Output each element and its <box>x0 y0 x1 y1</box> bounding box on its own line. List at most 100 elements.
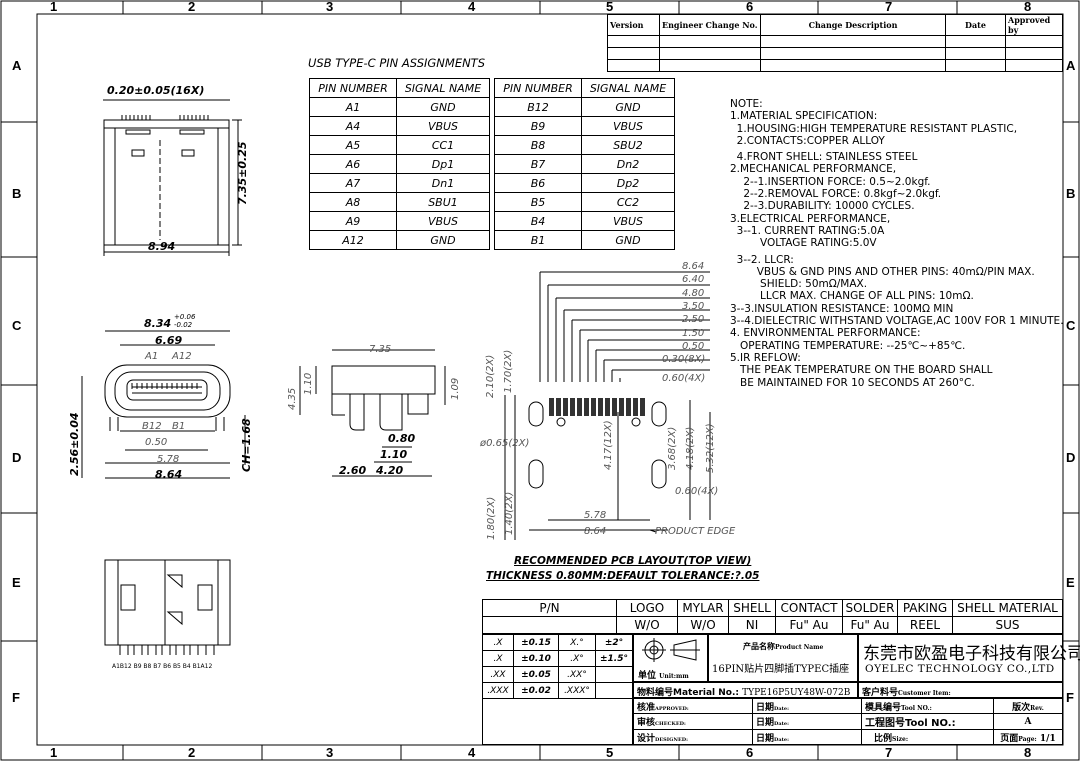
note-line: 3--2. LLCR: <box>730 253 794 266</box>
pin-cell: A9 <box>309 211 397 231</box>
projection-symbol-icon <box>642 638 700 662</box>
pcb-dim-base: 8.64 <box>584 526 607 537</box>
pcb-dim-1: 6.40 <box>682 274 705 285</box>
pcb-dim-v5: 4.18(2X) <box>685 426 696 470</box>
pcb-dim-2: 4.80 <box>682 288 705 299</box>
pin-header-signal: SIGNAL NAME <box>396 78 490 98</box>
zone-col-1-bottom: 1 <box>50 745 58 760</box>
front-view-outline <box>81 330 246 479</box>
note-line: 1.MATERIAL SPECIFICATION: <box>730 110 878 123</box>
spec-value-contact: Fu" Au <box>775 616 843 634</box>
zone-col-5: 5 <box>606 0 614 14</box>
dim-side-h1: 4.35 <box>287 387 298 410</box>
spec-header-pn: P/N <box>482 599 617 617</box>
zone-col-6-bottom: 6 <box>746 745 754 760</box>
zone-row-f-right: F <box>1066 690 1074 705</box>
dim-front-height: 2.56±0.04 <box>68 412 81 477</box>
zone-row-d: D <box>12 450 22 465</box>
pcb-dim-6: 0.50 <box>682 341 705 352</box>
pcb-caption-1: RECOMMENDED PCB LAYOUT(TOP VIEW) <box>514 555 752 567</box>
dim-side-h3: 1.09 <box>450 377 461 400</box>
designed-label: 设计DESIGNED: <box>633 729 753 745</box>
zone-col-2-bottom: 2 <box>188 745 196 760</box>
zone-row-a: A <box>12 58 22 73</box>
pin-cell: B9 <box>494 116 582 136</box>
note-line: LLCR MAX. CHANGE OF ALL PINS: 10mΩ. <box>730 290 974 303</box>
pcb-dim-v6: 5.32(12X) <box>705 423 716 473</box>
tol-cell: X.° <box>558 634 596 651</box>
note-line: 2--1.INSERTION FORCE: 0.5~2.0kgf. <box>730 175 931 188</box>
note-line: 3.ELECTRICAL PERFORMANCE, <box>730 212 891 225</box>
pin-cell: GND <box>581 230 675 250</box>
tol-cell: .XX° <box>558 666 596 683</box>
tol-cell: ±2° <box>595 634 633 651</box>
approval-table: 核准APPROVED: 日期Date: 模具编号Tool NO.: 版次Rev.… <box>633 698 1063 745</box>
notes-block: NOTE: 1.MATERIAL SPECIFICATION: 1.HOUSIN… <box>730 98 1064 389</box>
dim-side-d2: 1.10 <box>380 448 408 461</box>
tol-cell <box>595 682 633 699</box>
zone-row-b: B <box>12 186 22 201</box>
note-line: 4.FRONT SHELL: STAINLESS STEEL <box>730 151 918 164</box>
zone-col-7: 7 <box>885 0 893 14</box>
projection-box: 单位 Unit:mm <box>633 634 708 682</box>
rev-value: A <box>993 713 1063 730</box>
dim-side-h2: 1.10 <box>303 372 314 395</box>
note-line: 4. ENVIRONMENTAL PERFORMANCE: <box>730 327 921 340</box>
tol-cell: .XXX° <box>558 682 596 699</box>
pin-cell: Dn1 <box>396 173 490 193</box>
customer-label: 客户料号Customer Item: <box>862 688 951 698</box>
spec-value-solder: Fu" Au <box>842 616 898 634</box>
dim-front-base: 8.64 <box>155 468 183 481</box>
spec-value-pn <box>482 616 617 634</box>
dim-front-ch: CH=1.68 <box>240 418 253 472</box>
zone-row-a-right: A <box>1066 58 1076 73</box>
zone-col-4-bottom: 4 <box>468 745 476 760</box>
blank-block <box>482 698 633 745</box>
zone-col-8: 8 <box>1024 0 1032 14</box>
pcb-dim-7: 0.30(8X) <box>662 354 706 365</box>
scale-label: 比例Size: <box>861 729 994 745</box>
pcb-dim-4: 2.50 <box>682 314 705 325</box>
note-line: 1.HOUSING:HIGH TEMPERATURE RESISTANT PLA… <box>730 122 1018 135</box>
pcb-product-edge: PRODUCT EDGE <box>655 526 736 537</box>
pin-table-title: USB TYPE-C PIN ASSIGNMENTS <box>308 56 486 70</box>
tol-cell: ±0.15 <box>513 634 559 651</box>
dim-front-tol-plus: +0.06 <box>174 313 196 321</box>
company-name-cn: 东莞市欧盈电子科技有限公司 <box>863 644 1080 664</box>
pcb-layout-outline <box>504 271 711 540</box>
pcb-dim-v1: 2.10(2X) <box>485 354 496 398</box>
label-b1: B1 <box>172 421 186 432</box>
dim-front-outer: 8.34 <box>144 317 172 330</box>
pcb-dim-hole: ø0.65(2X) <box>480 438 530 449</box>
rev-label: 版次Rev. <box>993 698 1063 714</box>
product-name-value: 16PIN贴片四脚插TYPEC插座 <box>712 664 850 675</box>
revision-table: Version Engineer Change No. Change Descr… <box>607 14 1063 72</box>
note-line: 2--3.DURABILITY: 10000 CYCLES. <box>730 200 915 213</box>
dim-front-inner: 6.69 <box>155 334 183 347</box>
note-line: 3--3.INSULATION RESISTANCE: 100MΩ MIN <box>730 302 954 315</box>
pcb-dim-v3: 4.17(12X) <box>603 420 614 470</box>
zone-col-1: 1 <box>50 0 58 14</box>
pin-cell: GND <box>396 230 490 250</box>
note-line: OPERATING TEMPERATURE: --25℃~+85℃. <box>730 339 966 352</box>
zone-row-d-right: D <box>1066 450 1076 465</box>
zone-col-4: 4 <box>468 0 476 14</box>
note-line: 3--4.DIELECTRIC WITHSTAND VOLTAGE,AC 100… <box>730 315 1064 328</box>
dim-side-d3: 2.60 <box>339 464 367 477</box>
product-name-label: 产品名称Product Name <box>743 642 824 651</box>
pcb-dim-slot: 0.60(4X) <box>675 486 719 497</box>
note-line: 2.MECHANICAL PERFORMANCE, <box>730 163 897 176</box>
note-line: NOTE: <box>730 98 763 110</box>
tol-cell: ±0.05 <box>513 666 559 683</box>
label-a12: A12 <box>172 351 192 362</box>
note-line: 3--1. CURRENT RATING:5.0A <box>730 224 885 237</box>
dim-side-d1: 0.80 <box>388 432 416 445</box>
dim-top-width: 8.94 <box>148 240 176 253</box>
dim-front-span: 5.78 <box>157 454 180 465</box>
dim-top-height: 7.35±0.25 <box>236 141 249 206</box>
pin-cell: VBUS <box>581 211 675 231</box>
pcb-dim-0: 8.64 <box>682 261 705 272</box>
